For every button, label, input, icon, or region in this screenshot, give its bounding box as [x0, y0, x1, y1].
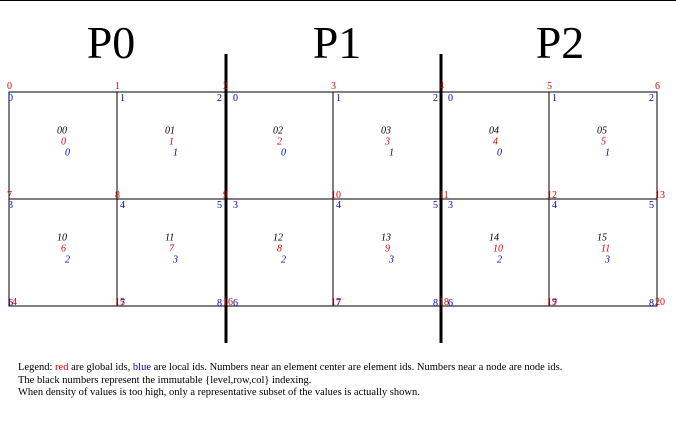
partition-title-p2: P2 — [536, 17, 585, 68]
node-local-id: 0 — [448, 93, 453, 104]
element-index-label: 14 — [489, 233, 499, 244]
element-index-label: 00 — [57, 126, 67, 137]
node-global-id: 12 — [547, 190, 557, 201]
legend-line-1: Legend: red are global ids, blue are loc… — [18, 362, 562, 373]
node-global-id: 13 — [655, 190, 665, 201]
node-global-id: 19 — [547, 297, 557, 308]
element-global-id: 9 — [385, 244, 390, 255]
legend-rest: are local ids. Numbers near an element c… — [151, 362, 562, 373]
node-local-id: 0 — [8, 93, 13, 104]
node-global-id: 4 — [439, 81, 444, 92]
node-global-id: 17 — [331, 297, 341, 308]
element-index-label: 05 — [597, 126, 607, 137]
node-global-id: 9 — [223, 190, 228, 201]
node-global-id: 15 — [115, 297, 125, 308]
element-index-label: 10 — [57, 233, 67, 244]
element-local-id: 3 — [388, 255, 394, 266]
node-local-id: 4 — [552, 200, 557, 211]
legend-red-word: red — [55, 362, 69, 373]
partition-title-p0: P0 — [87, 17, 136, 68]
node-local-id: 4 — [336, 200, 341, 211]
node-local-id: 4 — [120, 200, 125, 211]
node-global-id: 1 — [115, 81, 120, 92]
element-local-id: 1 — [605, 148, 610, 159]
node-local-id: 8 — [649, 298, 654, 309]
element-index-label: 03 — [381, 126, 391, 137]
element-index-label: 01 — [165, 126, 175, 137]
node-local-id: 2 — [649, 93, 654, 104]
element-global-id: 5 — [601, 137, 606, 148]
node-local-id: 8 — [217, 298, 222, 309]
element-global-id: 11 — [601, 244, 610, 255]
node-global-id: 14 — [7, 297, 17, 308]
element-global-id: 4 — [493, 137, 498, 148]
node-local-id: 6 — [8, 298, 13, 309]
element-global-id: 6 — [61, 244, 66, 255]
element-global-id: 0 — [61, 137, 66, 148]
legend-line-2: The black numbers represent the immutabl… — [18, 375, 311, 386]
node-global-id: 0 — [7, 81, 12, 92]
element-local-id: 3 — [604, 255, 610, 266]
node-local-id: 2 — [433, 93, 438, 104]
node-global-id: 5 — [547, 81, 552, 92]
node-global-id: 20 — [655, 297, 665, 308]
node-global-id: 2 — [223, 81, 228, 92]
node-local-id: 1 — [336, 93, 341, 104]
node-local-id: 3 — [8, 200, 13, 211]
node-local-id: 7 — [552, 298, 557, 309]
node-local-id: 3 — [233, 200, 238, 211]
node-global-id: 16 — [223, 297, 233, 308]
node-global-id: 7 — [7, 190, 12, 201]
partition-dividers — [224, 54, 443, 343]
legend-prefix: Legend: — [18, 362, 55, 373]
node-local-id: 1 — [552, 93, 557, 104]
element-local-id: 2 — [65, 255, 70, 266]
element-local-id: 1 — [173, 148, 178, 159]
node-local-id: 2 — [217, 93, 222, 104]
element-index-label: 02 — [273, 126, 283, 137]
element-global-id: 2 — [277, 137, 282, 148]
node-global-id: 6 — [655, 81, 660, 92]
element-local-id: 0 — [65, 148, 70, 159]
node-local-id: 7 — [336, 298, 341, 309]
node-local-id: 7 — [120, 298, 125, 309]
element-index-label: 12 — [273, 233, 283, 244]
node-local-id: 3 — [448, 200, 453, 211]
node-local-id: 8 — [433, 298, 438, 309]
element-index-label: 13 — [381, 233, 391, 244]
element-local-id: 2 — [281, 255, 286, 266]
element-index-label: 15 — [597, 233, 607, 244]
legend-middle: are global ids, — [68, 362, 132, 373]
element-global-id: 10 — [493, 244, 503, 255]
node-global-id: 10 — [331, 190, 341, 201]
node-local-id: 6 — [448, 298, 453, 309]
element-index-label: 11 — [165, 233, 174, 244]
element-index-label: 04 — [489, 126, 499, 137]
element-global-id: 1 — [169, 137, 174, 148]
element-local-id: 3 — [172, 255, 178, 266]
node-global-id: 18 — [439, 297, 449, 308]
node-local-id: 5 — [217, 200, 222, 211]
element-local-id: 0 — [497, 148, 502, 159]
legend-line-3: When density of values is too high, only… — [18, 387, 420, 398]
element-global-id: 3 — [384, 137, 390, 148]
element-local-id: 0 — [281, 148, 286, 159]
element-cell — [548, 198, 658, 307]
node-local-id: 5 — [433, 200, 438, 211]
element-global-id: 7 — [169, 244, 175, 255]
element-local-id: 2 — [497, 255, 502, 266]
node-local-id: 1 — [120, 93, 125, 104]
node-local-id: 6 — [233, 298, 238, 309]
element-local-id: 1 — [389, 148, 394, 159]
grid-labels: 0000011102200331044005511062117312821393… — [7, 81, 665, 309]
element-global-id: 8 — [277, 244, 282, 255]
node-local-id: 0 — [233, 93, 238, 104]
partition-title-p1: P1 — [313, 17, 362, 68]
node-global-id: 8 — [115, 190, 120, 201]
legend-blue-word: blue — [133, 362, 151, 373]
node-global-id: 11 — [439, 190, 449, 201]
node-local-id: 5 — [649, 200, 654, 211]
node-global-id: 3 — [331, 81, 336, 92]
